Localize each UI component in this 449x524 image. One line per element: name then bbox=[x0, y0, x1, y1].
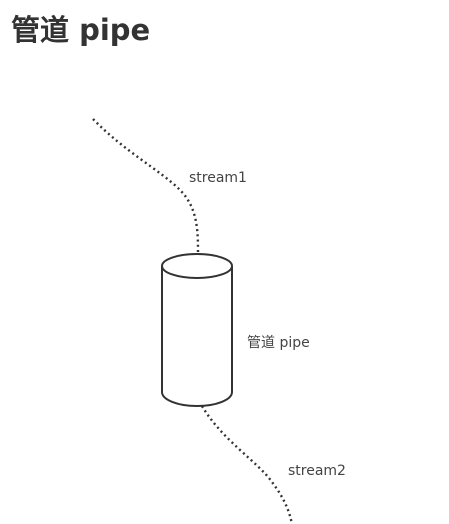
pipe-label: 管道 pipe bbox=[247, 335, 310, 351]
stream2-line bbox=[200, 405, 294, 524]
stream1-label: stream1 bbox=[189, 170, 247, 186]
pipe-body bbox=[161, 266, 233, 407]
stream1-line bbox=[92, 118, 200, 255]
page-title: 管道 pipe bbox=[11, 13, 151, 47]
pipe-top-opening bbox=[161, 253, 233, 279]
pipe-cylinder bbox=[161, 253, 233, 407]
stream2-label: stream2 bbox=[288, 463, 346, 479]
